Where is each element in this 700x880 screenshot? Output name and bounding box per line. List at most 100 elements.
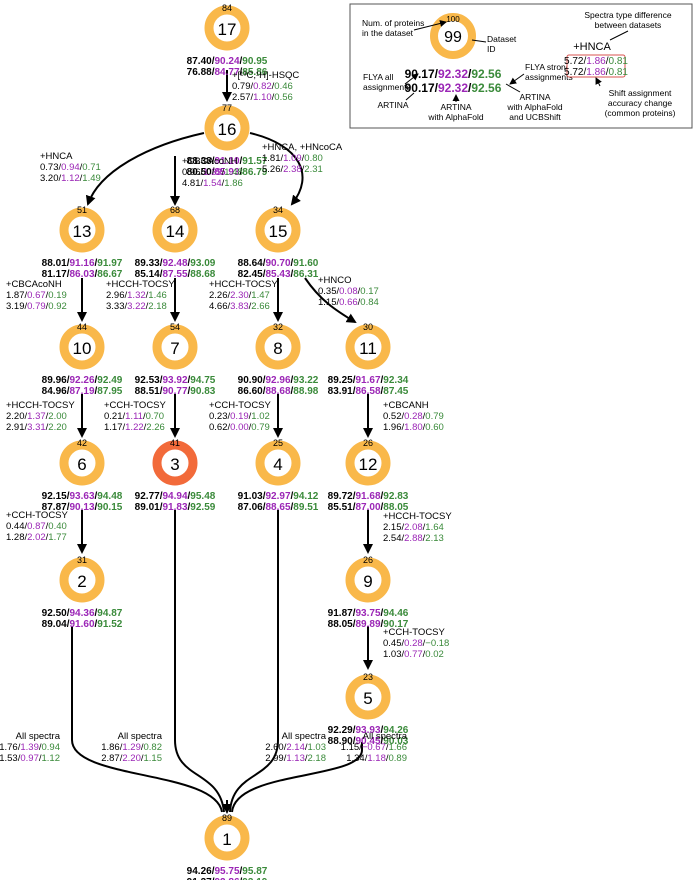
edge-change-row-1: 2.26/2.30/1.47 (209, 290, 270, 301)
node-flya-all: 89.72/91.68/92.83 (328, 491, 409, 502)
artina-alphafold-value: 1.80 (404, 422, 423, 433)
artina-value: 1.86 (101, 742, 120, 753)
artina-alphafold-ucbshift-value: 90.17 (383, 619, 408, 630)
edge-change-row-2: 1.34/1.18/0.89 (346, 753, 407, 764)
node-flya-strong: 85.14/87.55/88.68 (135, 269, 216, 280)
artina-alphafold-ucbshift-value: 0.94 (42, 742, 61, 753)
artina-value: 81.17 (42, 269, 67, 280)
artina-alphafold-value: 1.12 (61, 173, 80, 184)
edge-16-13 (85, 132, 205, 206)
edge-spectrum-label: All spectra (118, 731, 163, 742)
edge-change-row-2: 3.19/0.79/0.92 (6, 301, 67, 312)
artina-alphafold-value: 1.13 (286, 753, 305, 764)
artina-value: 3.33 (106, 301, 125, 312)
artina-alphafold-value: 88.68 (265, 386, 290, 397)
node-flya-strong: 89.01/91.83/92.59 (135, 502, 216, 513)
edge-16-15 (249, 132, 304, 206)
edge-spectrum-label: +CBCANH (383, 400, 429, 411)
artina-value: 76.88 (187, 67, 212, 78)
legend-num-proteins: in the dataset (362, 28, 414, 38)
edge-spectrum-label: +HNCO (318, 275, 352, 286)
node-ring (152, 207, 198, 253)
artina-alphafold-value: 1.10 (253, 92, 272, 103)
artina-alphafold-value: 0.66 (339, 297, 358, 308)
edge-change-row-2: 4.66/3.83/2.66 (209, 301, 270, 312)
node-flya-all: 90.90/92.96/93.22 (238, 375, 319, 386)
node-ring (255, 324, 301, 370)
edge-change-row-2: 1.03/0.77/0.02 (383, 649, 444, 660)
node-protein-count: 34 (273, 205, 283, 215)
node-protein-count: 31 (77, 555, 87, 565)
edge-change-row-2: 1.53/0.97/1.12 (0, 753, 60, 764)
artina-alphafold-value: 84.77 (214, 67, 239, 78)
artina-value: 1.81 (262, 153, 281, 164)
node-dataset-id: 14 (166, 222, 185, 241)
artina-value: 0.62 (209, 422, 228, 433)
node-dataset-id: 5 (363, 689, 372, 708)
artina-alphafold-value: 87.00 (355, 502, 380, 513)
edge-change-row-1: 0.52/0.28/0.79 (383, 411, 444, 422)
artina-value: 5.26 (262, 164, 281, 175)
artina-alphafold-ucbshift-value: 0.02 (425, 649, 444, 660)
artina-value: 1.96 (383, 422, 402, 433)
edge-change-row-1: 0.96/1.33/1.48 (182, 167, 243, 178)
node-flya-strong: 87.87/90.13/90.15 (42, 502, 123, 513)
artina-alphafold-ucbshift-value: 0.81 (609, 56, 629, 67)
artina-value: 1.76 (0, 742, 18, 753)
artina-value: 0.96 (182, 167, 201, 178)
artina-value: 87.87 (42, 502, 67, 513)
artina-alphafold-ucbshift-value: −0.18 (425, 638, 449, 649)
artina-alphafold-value: 91.10 (214, 156, 239, 167)
artina-value: 2.26 (209, 290, 228, 301)
artina-alphafold-value: 2.88 (404, 533, 423, 544)
node-ring (345, 674, 391, 720)
node-protein-count: 26 (363, 438, 373, 448)
artina-alphafold-value: 94.94 (162, 491, 187, 502)
artina-value: 89.96 (42, 375, 67, 386)
artina-alphafold-value: 0.94 (61, 162, 80, 173)
artina-value: 92.50 (42, 608, 67, 619)
artina-alphafold-value: 1.86 (586, 56, 606, 67)
artina-alphafold-value: 2.20 (122, 753, 141, 764)
artina-value: 91.37 (187, 877, 212, 880)
node-protein-count: 77 (222, 103, 232, 113)
artina-alphafold-ucbshift-value: 88.68 (190, 269, 215, 280)
artina-alphafold-ucbshift-value: 0.71 (82, 162, 101, 173)
artina-value: 80.50 (187, 167, 212, 178)
artina-value: 1.15 (341, 742, 360, 753)
artina-alphafold-value: 92.26 (69, 375, 94, 386)
node-protein-count: 51 (77, 205, 87, 215)
edge-spectrum-label: All spectra (282, 731, 327, 742)
node-dataset-id: 3 (170, 455, 179, 474)
artina-alphafold-ucbshift-value: 1.48 (224, 167, 243, 178)
legend-flya-strong: assignments (525, 72, 573, 82)
artina-alphafold-ucbshift-value: 90.15 (97, 502, 122, 513)
artina-alphafold-ucbshift-value: 0.19 (48, 290, 67, 301)
artina-alphafold-value: 91.60 (69, 619, 94, 630)
artina-alphafold-ucbshift-value: 0.46 (274, 81, 293, 92)
artina-alphafold-ucbshift-value: 2.66 (251, 301, 270, 312)
artina-alphafold-ucbshift-value: 0.84 (360, 297, 379, 308)
artina-alphafold-ucbshift-value: 90.83 (190, 386, 215, 397)
node-ring (204, 5, 250, 51)
edge-spectrum-label: +CCH-TOCSY (6, 510, 69, 521)
artina-alphafold-ucbshift-value: 92.49 (97, 375, 122, 386)
edge-change-row-2: 1.28/2.02/1.77 (6, 532, 67, 543)
artina-alphafold-ucbshift-value: 0.89 (389, 753, 408, 764)
node-protein-count: 25 (273, 438, 283, 448)
artina-alphafold-value: −0.67 (362, 742, 386, 753)
edge-spectrum-label: +HNCA (40, 151, 73, 162)
artina-alphafold-value: 91.83 (162, 502, 187, 513)
legend-flya-strong-values: 90.17/92.32/92.56 (405, 81, 502, 95)
artina-value: 1.03 (383, 649, 402, 660)
node-flya-all: 88.01/91.16/91.97 (42, 258, 123, 269)
artina-value: 3.19 (6, 301, 25, 312)
